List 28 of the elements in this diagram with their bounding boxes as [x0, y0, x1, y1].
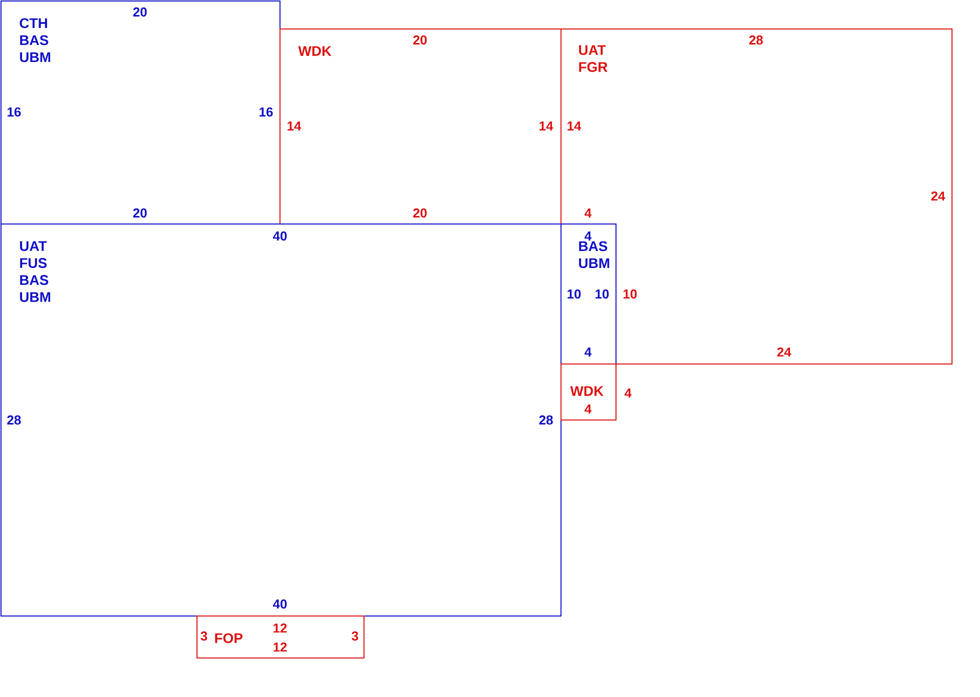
dimension-label: 3: [352, 631, 358, 641]
dimension-label: 28: [7, 415, 21, 425]
dimension-label: 4: [584, 232, 592, 240]
dimension-label: 40: [272, 599, 287, 609]
dimension-label: 3: [200, 631, 208, 641]
dimension-label: 28: [749, 35, 763, 45]
dimension-label: 28: [539, 415, 553, 425]
dimension-label: 40: [272, 231, 287, 241]
dimension-label: 14: [540, 122, 554, 130]
dimension-label: 20: [133, 7, 147, 17]
dimension-label: 16: [260, 107, 273, 117]
dimension-label: 4: [584, 208, 592, 218]
dimension-label: 16: [8, 107, 21, 117]
dimension-label: 4: [624, 388, 632, 398]
dimension-label: 10: [624, 289, 637, 299]
dimension-label: 10: [568, 289, 581, 299]
dimension-label: 4: [584, 348, 592, 356]
dimension-label: 14: [288, 122, 302, 130]
dimension-label: 24: [777, 347, 792, 357]
dimension-label: 20: [413, 208, 427, 218]
dimension-label: 14: [568, 122, 582, 130]
dimension-label: 4: [584, 404, 592, 414]
dimension-label: 20: [133, 208, 147, 218]
dimension-label: 12: [274, 642, 287, 652]
dimension-label: 20: [413, 35, 427, 45]
dimension-label: 24: [931, 191, 946, 201]
dimension-label: 10: [596, 289, 609, 299]
dimension-label: 12: [274, 623, 287, 633]
